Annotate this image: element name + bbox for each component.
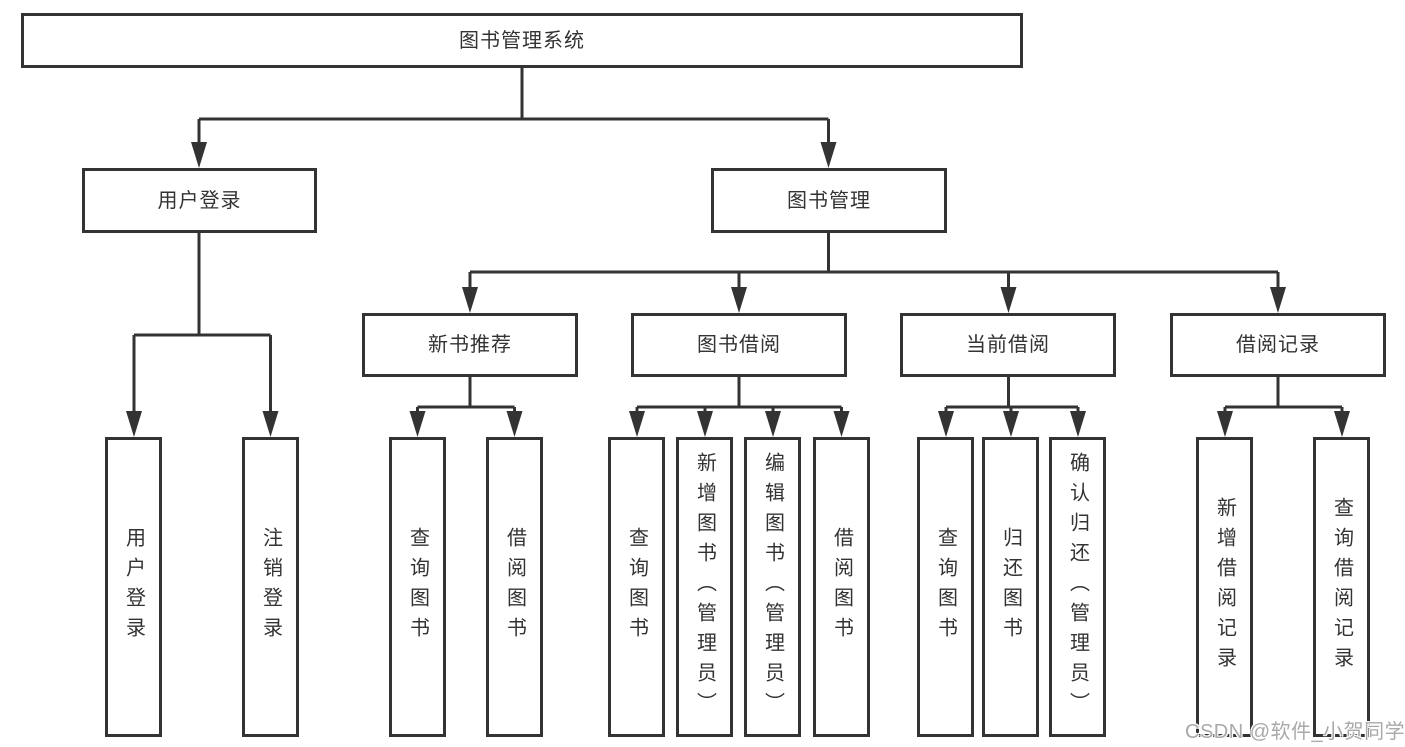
node-label: 图书借阅 <box>697 334 781 356</box>
connector-book-management-to-level3 <box>468 233 1280 290</box>
arrowhead-icon <box>765 411 781 437</box>
node-label: 注销登录 <box>259 527 282 647</box>
node-book-borrowing: 图书借阅 <box>631 313 847 377</box>
arrowhead-icon <box>1000 287 1017 313</box>
leaf-user-login: 用户登录 <box>105 437 162 737</box>
leaf-records-query: 查询借阅记录 <box>1313 437 1370 737</box>
connector-book-borrowing-to-leaves <box>635 377 843 415</box>
arrowhead-icon <box>1070 411 1086 437</box>
leaf-recommend-query-books: 查询图书 <box>389 437 446 737</box>
node-label: 编辑图书（管理员） <box>761 452 784 722</box>
node-label: 借阅记录 <box>1236 334 1320 356</box>
node-borrowing-records: 借阅记录 <box>1170 313 1386 377</box>
watermark: CSDN @软件_小贺同学 <box>1185 721 1405 743</box>
arrowhead-icon <box>697 411 713 437</box>
arrowhead-icon <box>1217 411 1233 437</box>
arrowhead-icon <box>126 411 142 437</box>
connector-borrowing-records-to-leaves <box>1223 377 1344 415</box>
connector-root-to-level2 <box>197 68 830 145</box>
arrowhead-icon <box>409 411 426 437</box>
node-label: 查询图书 <box>625 527 648 647</box>
node-label: 归还图书 <box>999 527 1022 647</box>
node-library-management-system: 图书管理系统 <box>21 13 1023 68</box>
arrowhead-icon <box>1334 411 1350 437</box>
node-label: 图书管理 <box>787 189 871 212</box>
leaf-logout: 注销登录 <box>242 437 299 737</box>
node-book-management: 图书管理 <box>711 168 947 233</box>
arrowhead-icon <box>820 142 837 168</box>
leaf-borrowing-edit-books: 编辑图书（管理员） <box>744 437 801 737</box>
arrowhead-icon <box>191 142 207 168</box>
arrowhead-icon <box>506 411 523 437</box>
node-user-login: 用户登录 <box>82 168 317 233</box>
node-label: 查询图书 <box>406 527 429 647</box>
connector-user-login-to-leaves <box>132 233 272 415</box>
arrowhead-icon <box>731 287 747 313</box>
leaf-current-return-books: 归还图书 <box>982 437 1039 737</box>
node-label: 新增图书（管理员） <box>693 452 716 722</box>
node-current-borrowing: 当前借阅 <box>900 313 1116 377</box>
arrowheads <box>126 142 1350 437</box>
connector-current-borrowing-to-leaves <box>944 377 1080 415</box>
node-label: 新增借阅记录 <box>1213 497 1236 677</box>
leaf-borrowing-add-books: 新增图书（管理员） <box>676 437 733 737</box>
node-label: 当前借阅 <box>966 334 1050 356</box>
node-label: 图书管理系统 <box>459 29 585 52</box>
connector-paths <box>132 68 1344 415</box>
node-new-book-recommend: 新书推荐 <box>362 313 578 377</box>
connector-new-book-recommend-to-leaves <box>416 377 516 415</box>
arrowhead-icon <box>462 287 478 313</box>
arrowhead-icon <box>262 411 279 437</box>
arrowhead-icon <box>1003 411 1019 437</box>
node-label: 查询借阅记录 <box>1330 497 1353 677</box>
arrowhead-icon <box>833 411 850 437</box>
node-label: 查询图书 <box>934 527 957 647</box>
arrowhead-icon <box>1270 287 1286 313</box>
leaf-current-confirm-return: 确认归还（管理员） <box>1049 437 1106 737</box>
node-label: 用户登录 <box>122 527 145 647</box>
leaf-records-add: 新增借阅记录 <box>1196 437 1253 737</box>
node-label: 借阅图书 <box>503 527 526 647</box>
leaf-borrowing-query-books: 查询图书 <box>608 437 665 737</box>
leaf-recommend-borrow-books: 借阅图书 <box>486 437 543 737</box>
arrowhead-icon <box>938 411 954 437</box>
leaf-borrowing-borrow-books: 借阅图书 <box>813 437 870 737</box>
leaf-current-query-books: 查询图书 <box>917 437 974 737</box>
node-label: 借阅图书 <box>830 527 853 647</box>
node-label: 用户登录 <box>157 189 242 212</box>
node-label: 确认归还（管理员） <box>1066 452 1089 722</box>
node-label: 新书推荐 <box>428 334 512 356</box>
arrowhead-icon <box>629 411 645 437</box>
